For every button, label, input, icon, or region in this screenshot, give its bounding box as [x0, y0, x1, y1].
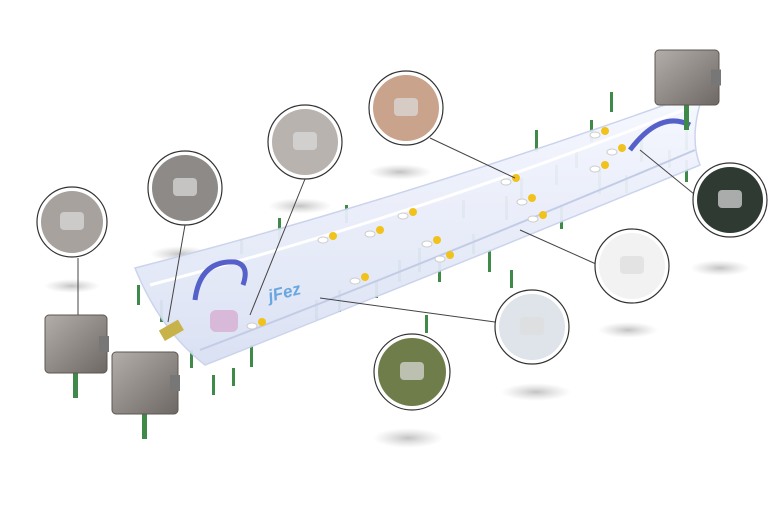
mount-hole — [434, 255, 446, 263]
mount-hole — [589, 131, 601, 139]
mount-hole — [397, 212, 409, 220]
mount-hole — [421, 240, 433, 248]
yellow-connector — [601, 127, 609, 135]
green-post — [190, 350, 193, 368]
mount-hole — [317, 236, 329, 244]
yellow-connector — [618, 144, 626, 152]
yellow-connectors — [246, 127, 626, 330]
callout-device — [718, 190, 742, 208]
brass-fitting — [158, 319, 184, 342]
box-connector — [99, 336, 109, 352]
blue-cable-left — [192, 259, 248, 301]
callout-lines — [77, 137, 695, 323]
yellow-connector — [329, 232, 337, 240]
green-post — [232, 368, 235, 386]
yellow-connector — [512, 174, 520, 182]
yellow-connector — [376, 226, 384, 234]
callout-device — [400, 362, 424, 380]
mount-hole — [500, 178, 512, 186]
yellow-connector — [258, 318, 266, 326]
sensor-boxes — [44, 49, 721, 439]
yellow-connector — [446, 251, 454, 259]
mount-hole — [516, 198, 528, 206]
mount-hole — [364, 230, 376, 238]
mount-hole — [606, 148, 618, 156]
yellow-connector — [528, 194, 536, 202]
yellow-connector — [361, 273, 369, 281]
callout-device — [520, 317, 544, 335]
callouts — [36, 70, 768, 411]
yellow-connector — [409, 208, 417, 216]
callout-device — [620, 256, 644, 274]
box-stem — [73, 368, 78, 398]
sensor-box — [111, 351, 179, 415]
sensor-box — [44, 314, 108, 374]
green-post — [425, 315, 428, 333]
green-post — [610, 92, 613, 112]
callout-device — [173, 178, 197, 196]
mount-hole — [246, 322, 258, 330]
callout-device — [293, 132, 317, 150]
trough — [133, 95, 701, 366]
yellow-connector — [539, 211, 547, 219]
green-post — [488, 250, 491, 272]
mount-hole — [589, 165, 601, 173]
callout-device — [394, 98, 418, 116]
mount-hole — [349, 277, 361, 285]
green-post — [212, 375, 215, 395]
green-post — [510, 270, 513, 288]
green-post — [137, 285, 140, 305]
green-post — [250, 345, 253, 367]
box-connector — [711, 69, 721, 86]
green-post — [438, 262, 441, 282]
box-connector — [170, 375, 180, 391]
box-stem — [684, 100, 689, 130]
yellow-connector — [433, 236, 441, 244]
green-post — [535, 130, 538, 152]
mount-hole — [527, 215, 539, 223]
callout-device — [60, 212, 84, 230]
pink-fitting — [210, 310, 238, 332]
box-stem — [142, 409, 147, 439]
yellow-connector — [601, 161, 609, 169]
sensor-box — [654, 49, 720, 106]
